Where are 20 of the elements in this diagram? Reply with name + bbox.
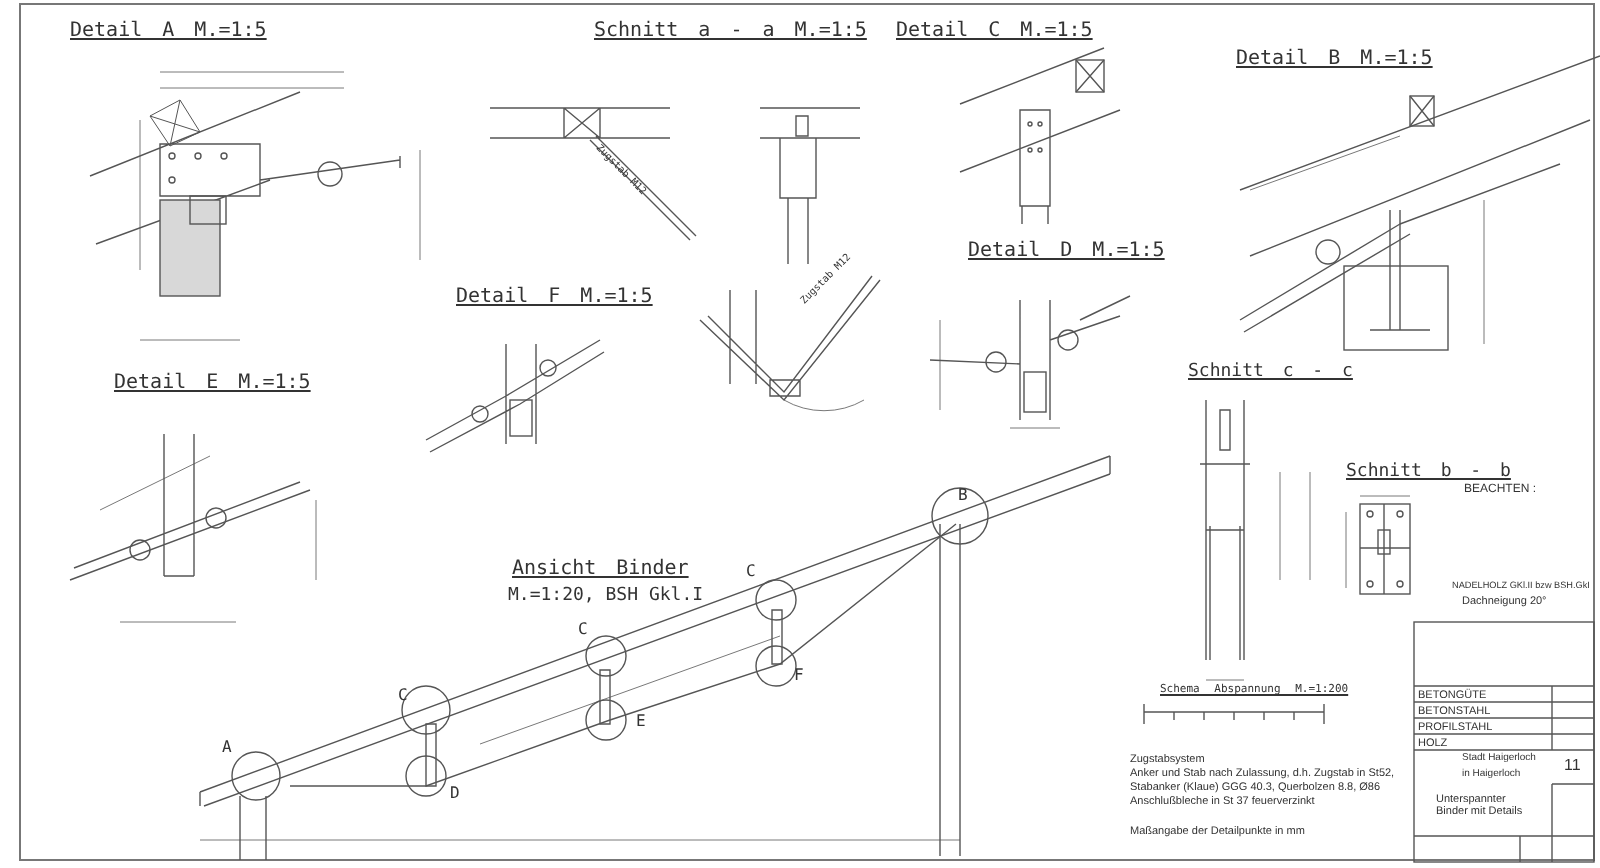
detail-callout-letter: E xyxy=(636,714,646,732)
section-heading: Detail F M.=1:5 xyxy=(456,286,653,308)
detail-callout-letter: B xyxy=(958,488,968,506)
note-text: 11 xyxy=(1564,758,1581,776)
detail-callout-letter: C xyxy=(578,622,588,640)
section-heading: Detail E M.=1:5 xyxy=(114,372,311,394)
section-heading: Schnitt c - c xyxy=(1188,364,1353,384)
section-heading: Detail A M.=1:5 xyxy=(70,20,267,42)
detail-callout-letter: C xyxy=(746,564,756,582)
section-heading: Schnitt b - b xyxy=(1346,464,1511,483)
section-heading: Detail C M.=1:5 xyxy=(896,20,1093,42)
section-heading: Schnitt a - a M.=1:5 xyxy=(594,20,867,42)
detail-callout-letter: D xyxy=(450,786,460,804)
detail-callout-letter: F xyxy=(794,668,804,686)
section-heading: Detail D M.=1:5 xyxy=(968,240,1165,262)
scale-note: M.=1:20, BSH Gkl.I xyxy=(508,588,704,608)
detail-callout-letter: C xyxy=(398,688,408,706)
section-heading: Detail B M.=1:5 xyxy=(1236,48,1433,70)
section-heading: Ansicht Binder xyxy=(512,558,689,580)
detail-callout-letter: A xyxy=(222,740,232,758)
